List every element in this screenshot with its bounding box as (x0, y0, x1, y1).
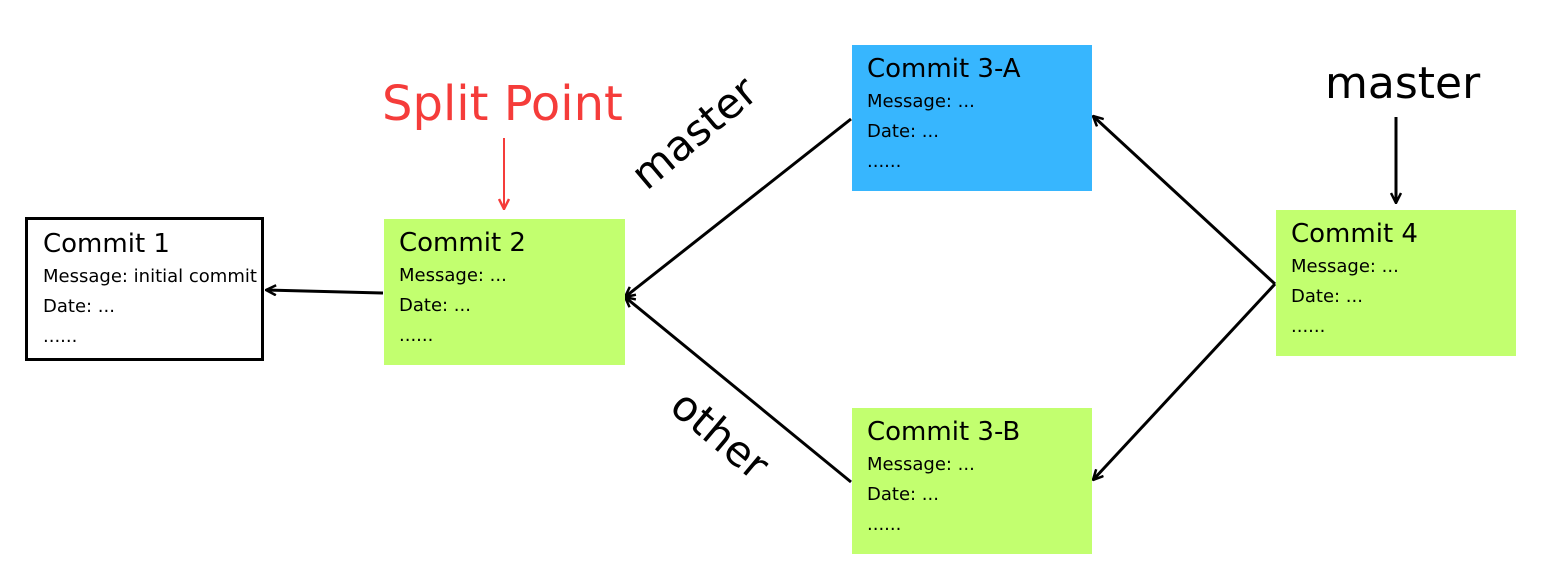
commit-title: Commit 4 (1291, 219, 1418, 249)
edge-commit3a-to-commit2 (625, 117, 852, 297)
commit-title: Commit 3-B (867, 417, 1021, 447)
edge-commit2-to-commit1 (266, 290, 384, 293)
commit-more: ...... (43, 326, 78, 347)
commit-more: ...... (867, 514, 902, 535)
commit-title: Commit 1 (43, 229, 170, 259)
commit-message: Message: ... (867, 454, 975, 475)
commit-more: ...... (1291, 316, 1326, 337)
commit-more: ...... (399, 325, 434, 346)
commit-message: Message: ... (867, 91, 975, 112)
commit-message: Message: ... (1291, 256, 1399, 277)
commit-1-node: Commit 1 Message: initial commit Date: .… (25, 217, 264, 361)
commit-more: ...... (867, 151, 902, 172)
edge-commit4-to-commit3a (1093, 116, 1277, 286)
commit-title: Commit 2 (399, 228, 526, 258)
edge-commit4-to-commit3b (1093, 282, 1277, 480)
commit-date: Date: ... (867, 121, 939, 142)
commit-3b-node: Commit 3-B Message: ... Date: ... ...... (852, 408, 1092, 554)
commit-3a-node: Commit 3-A Message: ... Date: ... ...... (852, 45, 1092, 191)
commit-message: Message: ... (399, 265, 507, 286)
commit-message: Message: initial commit (43, 266, 257, 287)
commit-date: Date: ... (1291, 286, 1363, 307)
commit-date: Date: ... (43, 296, 115, 317)
commit-2-node: Commit 2 Message: ... Date: ... ...... (384, 219, 625, 365)
commit-4-node: Commit 4 Message: ... Date: ... ...... (1276, 210, 1516, 356)
master-pointer-label: master (1325, 58, 1481, 109)
commit-date: Date: ... (399, 295, 471, 316)
split-point-label: Split Point (382, 76, 623, 132)
edge-commit3b-to-commit2 (625, 297, 852, 484)
commit-date: Date: ... (867, 484, 939, 505)
commit-title: Commit 3-A (867, 54, 1021, 84)
